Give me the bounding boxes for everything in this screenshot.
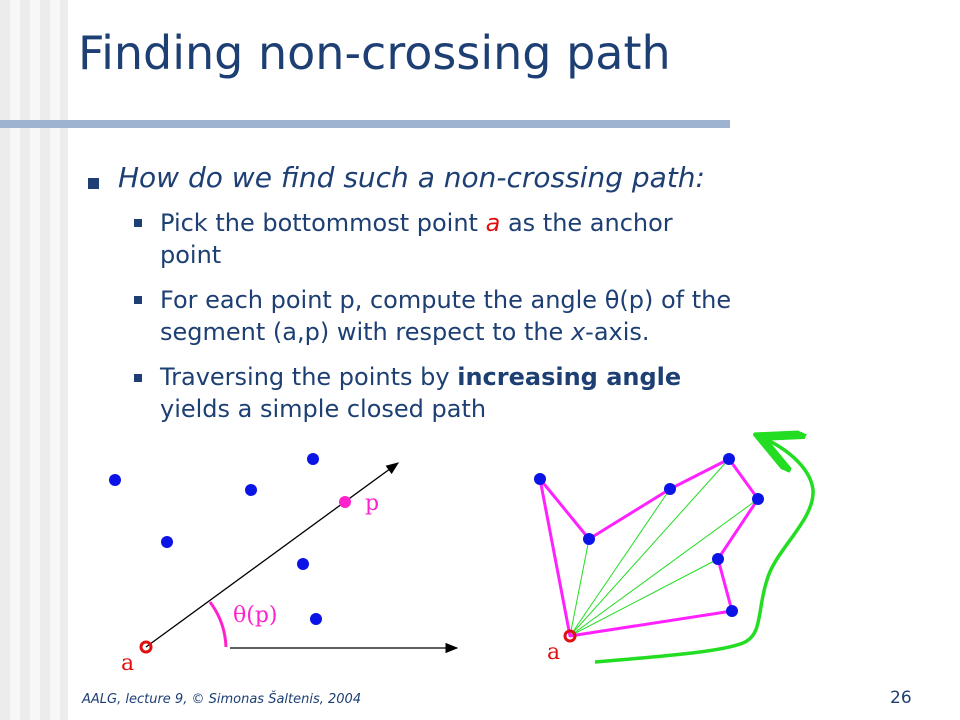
bullet-marker bbox=[88, 178, 99, 189]
point bbox=[583, 533, 595, 545]
theta-symbol: θ bbox=[604, 286, 620, 314]
bullet-text: Traversing the points by bbox=[160, 363, 458, 391]
bullet-main: How do we find such a non-crossing path: bbox=[118, 161, 705, 194]
angle-figure: p a θ(p) bbox=[109, 453, 459, 676]
angle-arc bbox=[208, 601, 228, 648]
anchor-symbol: a bbox=[485, 209, 501, 237]
bullet-marker bbox=[134, 296, 142, 304]
point bbox=[726, 605, 738, 617]
point bbox=[664, 483, 676, 495]
point bbox=[310, 613, 322, 625]
bullet-marker bbox=[134, 219, 142, 227]
bullet-text: (p) of the bbox=[619, 286, 732, 314]
point bbox=[307, 453, 319, 465]
bullet-traverse-line2: yields a simple closed path bbox=[160, 395, 487, 423]
label-a: a bbox=[121, 651, 134, 676]
bullet-text: Pick the bottommost point bbox=[160, 209, 486, 237]
anchor-point bbox=[139, 640, 153, 654]
bullet-text: For each point p, compute the angle bbox=[160, 286, 605, 314]
label-theta: θ(p) bbox=[233, 603, 278, 628]
point bbox=[297, 558, 309, 570]
slide-title: Finding non-crossing path bbox=[78, 26, 671, 80]
title-underline bbox=[0, 120, 730, 128]
bullet-traverse-line1: Traversing the points by increasing angl… bbox=[160, 362, 681, 392]
label-p: p bbox=[365, 491, 379, 516]
fan-line bbox=[569, 498, 759, 637]
bullet-anchor-line2: point bbox=[160, 241, 222, 269]
anchor-point bbox=[563, 629, 577, 643]
x-symbol: x bbox=[570, 318, 586, 346]
point bbox=[752, 493, 764, 505]
point-p bbox=[339, 496, 351, 508]
fan-lines bbox=[569, 458, 759, 637]
bullet-text: segment (a,p) with respect to the bbox=[160, 318, 571, 346]
bullet-text: -axis. bbox=[585, 318, 650, 346]
point bbox=[109, 474, 121, 486]
fan-line bbox=[569, 558, 719, 637]
bold-phrase: increasing angle bbox=[457, 363, 682, 391]
bullet-marker bbox=[134, 374, 142, 382]
bullet-anchor-line1: Pick the bottommost point a as the ancho… bbox=[160, 208, 673, 238]
bullet-angle-line1: For each point p, compute the angle θ(p)… bbox=[160, 285, 731, 315]
point bbox=[712, 553, 724, 565]
ray-ap bbox=[145, 462, 400, 648]
footer-credit: AALG, lecture 9, © Simonas Šaltenis, 200… bbox=[82, 692, 362, 707]
point bbox=[161, 536, 173, 548]
point bbox=[534, 473, 546, 485]
fan-line bbox=[569, 488, 671, 637]
label-a: a bbox=[547, 640, 560, 665]
bullet-text: as the anchor bbox=[500, 209, 673, 237]
closed-path-figure: a bbox=[534, 430, 815, 665]
page-number: 26 bbox=[890, 688, 912, 708]
fan-line bbox=[569, 538, 590, 637]
traversal-arrow bbox=[594, 438, 815, 664]
point bbox=[723, 453, 735, 465]
fan-line bbox=[569, 458, 730, 637]
bullet-angle-line2: segment (a,p) with respect to the x-axis… bbox=[160, 317, 650, 347]
point bbox=[245, 484, 257, 496]
